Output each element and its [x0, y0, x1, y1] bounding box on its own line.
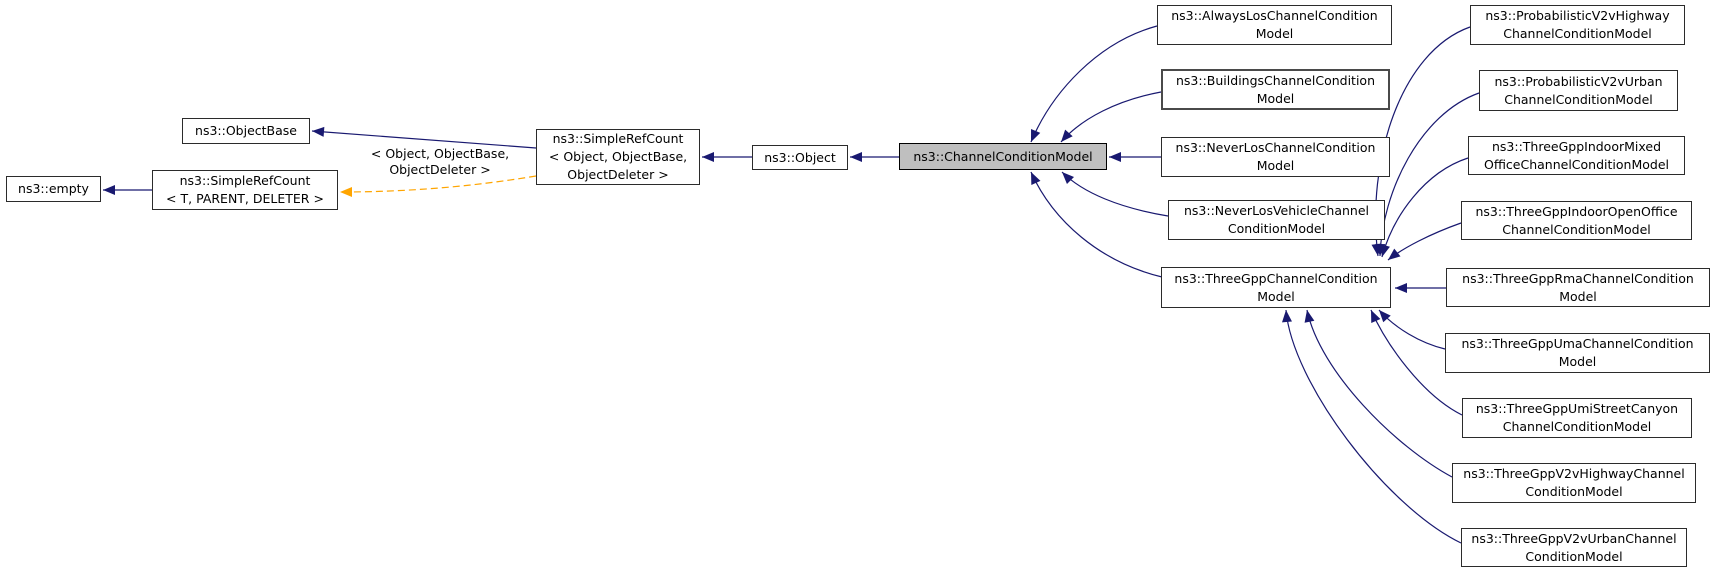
node-ns3-threegppchannelconditionmodel[interactable]: ns3::ThreeGppChannelCondition Model — [1161, 267, 1391, 308]
node-ns3-simplerefcount-object[interactable]: ns3::SimpleRefCount < Object, ObjectBase… — [536, 129, 700, 185]
node-ns3-threegppumachannelconditionmodel[interactable]: ns3::ThreeGppUmaChannelCondition Model — [1445, 333, 1710, 373]
node-ns3-neverlosvehiclechannelconditionmodel[interactable]: ns3::NeverLosVehicleChannel ConditionMod… — [1168, 200, 1385, 240]
template-args-label: < Object, ObjectBase, ObjectDeleter > — [370, 146, 510, 177]
node-ns3-objectbase[interactable]: ns3::ObjectBase — [182, 118, 310, 144]
node-ns3-probabilisticv2vhighwaychannelconditionmodel[interactable]: ns3::ProbabilisticV2vHighway ChannelCond… — [1470, 5, 1685, 45]
node-ns3-probabilisticv2vurbanchannelconditionmodel[interactable]: ns3::ProbabilisticV2vUrban ChannelCondit… — [1479, 70, 1678, 111]
node-ns3-simplerefcount-t-parent-deleter[interactable]: ns3::SimpleRefCount < T, PARENT, DELETER… — [152, 170, 338, 210]
node-ns3-alwaysloschannelconditionmodel[interactable]: ns3::AlwaysLosChannelCondition Model — [1157, 5, 1392, 45]
edge-neverlosvehicle-to-channelconditionmodel — [1061, 171, 1169, 217]
edge-template-instantiation — [339, 175, 537, 197]
node-ns3-channelconditionmodel: ns3::ChannelConditionModel — [899, 143, 1107, 170]
node-ns3-threegppindooropenofficechannelconditionmodel[interactable]: ns3::ThreeGppIndoorOpenOffice ChannelCon… — [1461, 201, 1692, 240]
node-ns3-threegppv2vhighwaychannelconditionmodel[interactable]: ns3::ThreeGppV2vHighwayChannel Condition… — [1452, 463, 1696, 503]
edge-threegppindooropenoffice-to-threegpp — [1387, 222, 1462, 261]
node-ns3-neverloschannelconditionmodel[interactable]: ns3::NeverLosChannelCondition Model — [1161, 137, 1390, 177]
edge-threegppv2vhighway-to-threegpp — [1304, 309, 1453, 478]
edge-alwayslos-to-channelconditionmodel — [1030, 25, 1158, 143]
node-ns3-threegppv2vurbanchannelconditionmodel[interactable]: ns3::ThreeGppV2vUrbanChannel ConditionMo… — [1461, 528, 1687, 567]
node-ns3-threegppindoormixedofficechannelconditionmodel[interactable]: ns3::ThreeGppIndoorMixed OfficeChannelCo… — [1468, 136, 1685, 175]
edge-threegpp-to-channelconditionmodel — [1030, 171, 1163, 278]
node-ns3-object[interactable]: ns3::Object — [752, 145, 848, 170]
edge-buildings-to-channelconditionmodel — [1060, 91, 1162, 143]
node-ns3-empty[interactable]: ns3::empty — [6, 176, 101, 202]
node-ns3-threegppumistreetcanyonchannelconditionmodel[interactable]: ns3::ThreeGppUmiStreetCanyon ChannelCond… — [1462, 398, 1692, 438]
edge-threegppindoormixedoffice-to-threegpp — [1380, 157, 1469, 258]
edge-threegppuma-to-threegpp — [1378, 309, 1446, 350]
node-ns3-buildingschannelconditionmodel[interactable]: ns3::BuildingsChannelCondition Model — [1161, 69, 1390, 110]
edge-threegppv2vurban-to-threegpp — [1282, 309, 1462, 544]
node-ns3-threegpprmachannelconditionmodel[interactable]: ns3::ThreeGppRmaChannelCondition Model — [1446, 268, 1710, 307]
